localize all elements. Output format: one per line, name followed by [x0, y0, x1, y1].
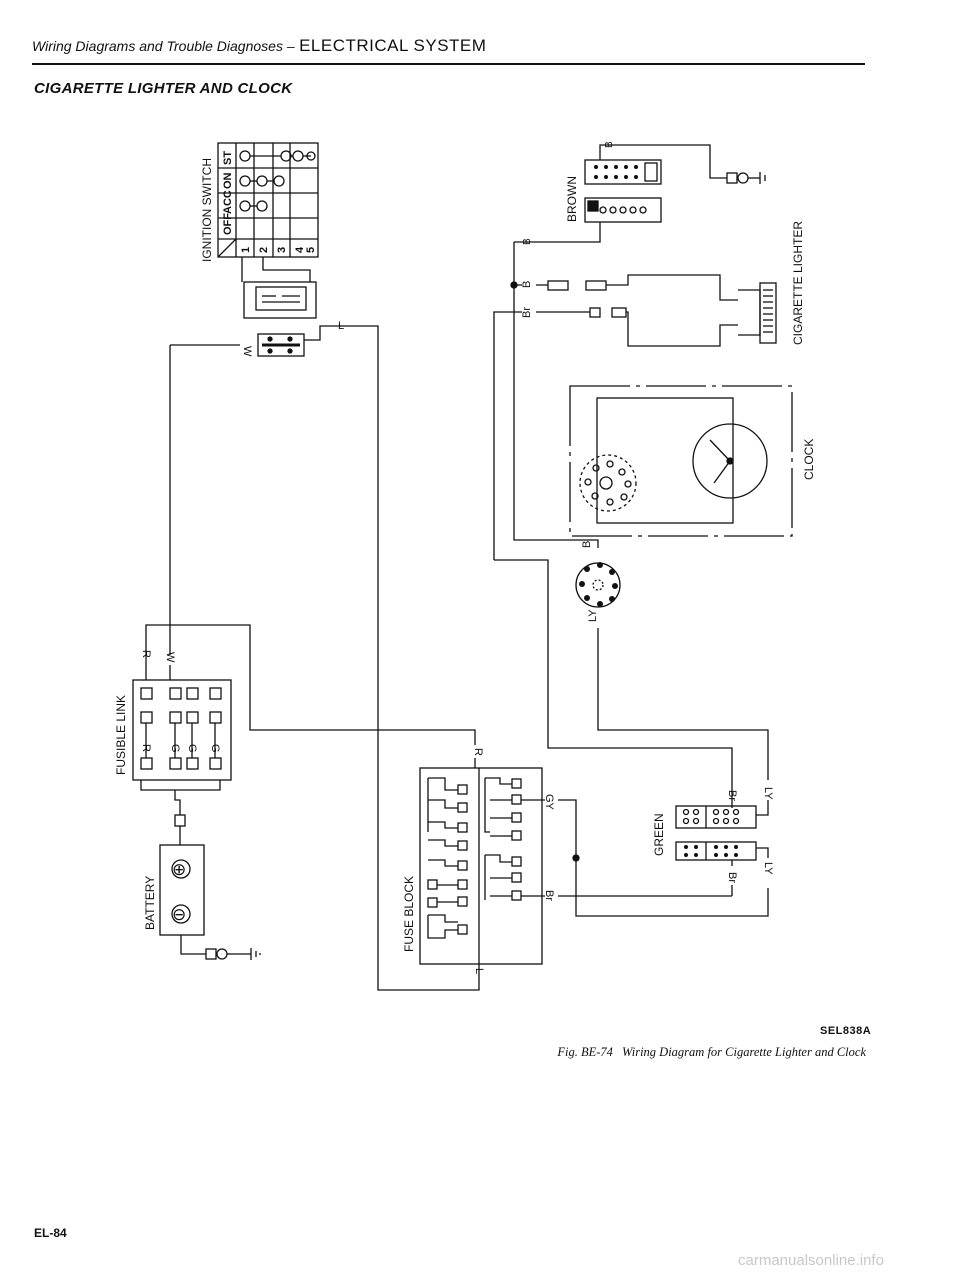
figure-caption: Fig. BE-74 Wiring Diagram for Cigarette … [480, 1045, 866, 1060]
wire-label-r-fl2: R [140, 744, 152, 752]
battery-minus-icon: ⊖ [172, 905, 186, 924]
header-system: ELECTRICAL SYSTEM [299, 36, 487, 55]
wire-label-br-fb: Br [543, 890, 555, 901]
switch-terminal-3: 3 [276, 247, 288, 253]
wire-label-w-fl: W [164, 652, 176, 663]
battery: BATTERY ⊕ ⊖ [143, 844, 261, 960]
fusible-link: FUSIBLE LINK R W R G G G [114, 345, 476, 845]
wire-label-l-fb: L [473, 968, 485, 974]
page-number: EL-84 [34, 1226, 67, 1240]
green-connector: GREEN Br LY Br LY [652, 787, 774, 896]
wire-label-gy: GY [543, 794, 555, 811]
switch-terminal-4: 4 [294, 246, 306, 253]
wire-label-r-fl: R [140, 650, 152, 658]
wire-label-g-fl3: G [209, 744, 221, 753]
watermark: carmanualsonline.info [738, 1252, 884, 1269]
fuse-block-label: FUSE BLOCK [402, 876, 416, 952]
wire-label-br-gc2: Br [726, 872, 738, 883]
wire-label-l-top: L [338, 320, 344, 332]
round-connector: B LY [575, 541, 769, 780]
cigarette-lighter-label: CIGARETTE LIGHTER [791, 221, 805, 345]
wire-label-ly-gc2: LY [762, 862, 774, 875]
brown-connector: BROWN B B [510, 141, 766, 548]
clock-label: CLOCK [802, 439, 816, 480]
wire-label-g-fl1: G [169, 744, 181, 753]
switch-pos-acc: ACC [222, 190, 234, 214]
figure-caption-text: Wiring Diagram for Cigarette Lighter and… [622, 1045, 866, 1059]
clock: CLOCK [569, 385, 816, 537]
figure-code: SEL838A [820, 1025, 872, 1037]
figure-number: Fig. BE-74 [557, 1045, 613, 1059]
switch-output-connector: W L [170, 320, 480, 991]
wire-label-ly-gc: LY [762, 787, 774, 800]
wire-label-r-fb: R [472, 748, 484, 756]
brown-connector-label: BROWN [565, 176, 579, 222]
fusible-link-label: FUSIBLE LINK [114, 695, 128, 775]
switch-terminal-1: 1 [240, 247, 252, 253]
switch-terminal-2: 2 [258, 247, 270, 253]
green-connector-label: GREEN [652, 813, 666, 856]
page-header: Wiring Diagrams and Trouble Diagnoses – … [32, 36, 864, 66]
wire-label-g-fl2: G [186, 744, 198, 753]
wire-label-b-brown: B [522, 238, 533, 245]
switch-pos-off: OFF [222, 213, 234, 235]
cigarette-lighter: CIGARETTE LIGHTER B Br [493, 221, 805, 808]
wire-label-b-cl: B [521, 281, 533, 288]
wire-label-b-top: B [604, 141, 615, 148]
switch-pos-on: ON [222, 172, 234, 189]
wire-label-w-top: W [241, 346, 253, 357]
wire-label-b-rc: B [581, 541, 593, 548]
fuse-block: FUSE BLOCK R GY Br L [402, 748, 769, 974]
wire-label-ly-rc: LY [587, 609, 599, 622]
wire-label-br-cl: Br [521, 307, 533, 318]
ignition-switch: IGNITION SWITCH OFF ACC ON ST 1 2 3 4 5 [200, 142, 319, 319]
page-title: CIGARETTE LIGHTER AND CLOCK [34, 80, 293, 97]
switch-terminal-5: 5 [305, 247, 317, 253]
wire-label-br-gc: Br [726, 790, 738, 801]
switch-pos-st: ST [222, 151, 234, 165]
ignition-switch-label: IGNITION SWITCH [200, 158, 214, 262]
header-rule [32, 63, 865, 65]
header-section: Wiring Diagrams and Trouble Diagnoses – [32, 38, 295, 54]
battery-plus-icon: ⊕ [172, 860, 186, 879]
battery-label: BATTERY [143, 876, 157, 930]
